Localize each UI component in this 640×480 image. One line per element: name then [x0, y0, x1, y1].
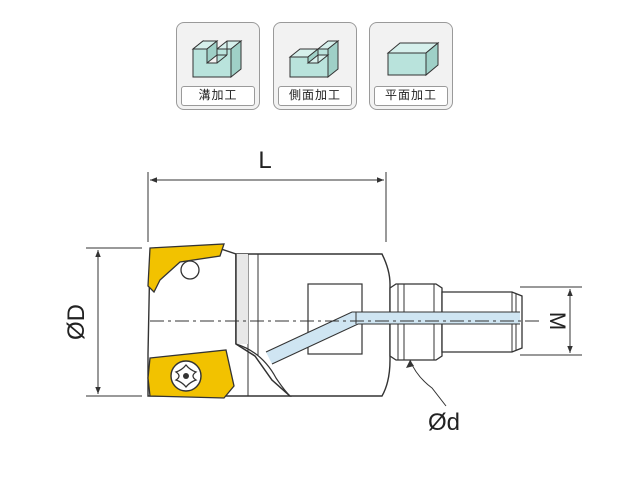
upper-insert — [147, 243, 225, 294]
slot-milling-card: 溝加工 — [176, 22, 260, 110]
face-milling-label: 平面加工 — [374, 86, 448, 106]
length-dimension: L — [147, 147, 387, 242]
cutting-diameter-dimension: ØD — [63, 247, 142, 397]
coolant-channel — [265, 311, 520, 365]
slot-milling-icon — [191, 39, 243, 79]
shoulder-milling-icon — [288, 39, 340, 79]
face-milling-card: 平面加工 — [369, 22, 453, 110]
slot-milling-label: 溝加工 — [181, 86, 255, 106]
shoulder-milling-label: 側面加工 — [278, 86, 352, 106]
length-label: L — [258, 147, 271, 174]
cutting-diameter-label: ØD — [63, 304, 90, 340]
lower-insert — [147, 349, 235, 399]
shank-diameter-label: Ød — [428, 409, 460, 436]
thread-label: M — [545, 312, 570, 330]
shoulder-milling-card: 側面加工 — [273, 22, 357, 110]
thread-dimension: M — [520, 286, 582, 356]
cutter-drawing: L ØD M — [63, 147, 582, 436]
face-milling-icon — [386, 41, 440, 77]
machining-type-icons: 溝加工 側面加工 平面加工 — [0, 0, 640, 120]
shank-diameter-callout: Ød — [406, 359, 460, 436]
